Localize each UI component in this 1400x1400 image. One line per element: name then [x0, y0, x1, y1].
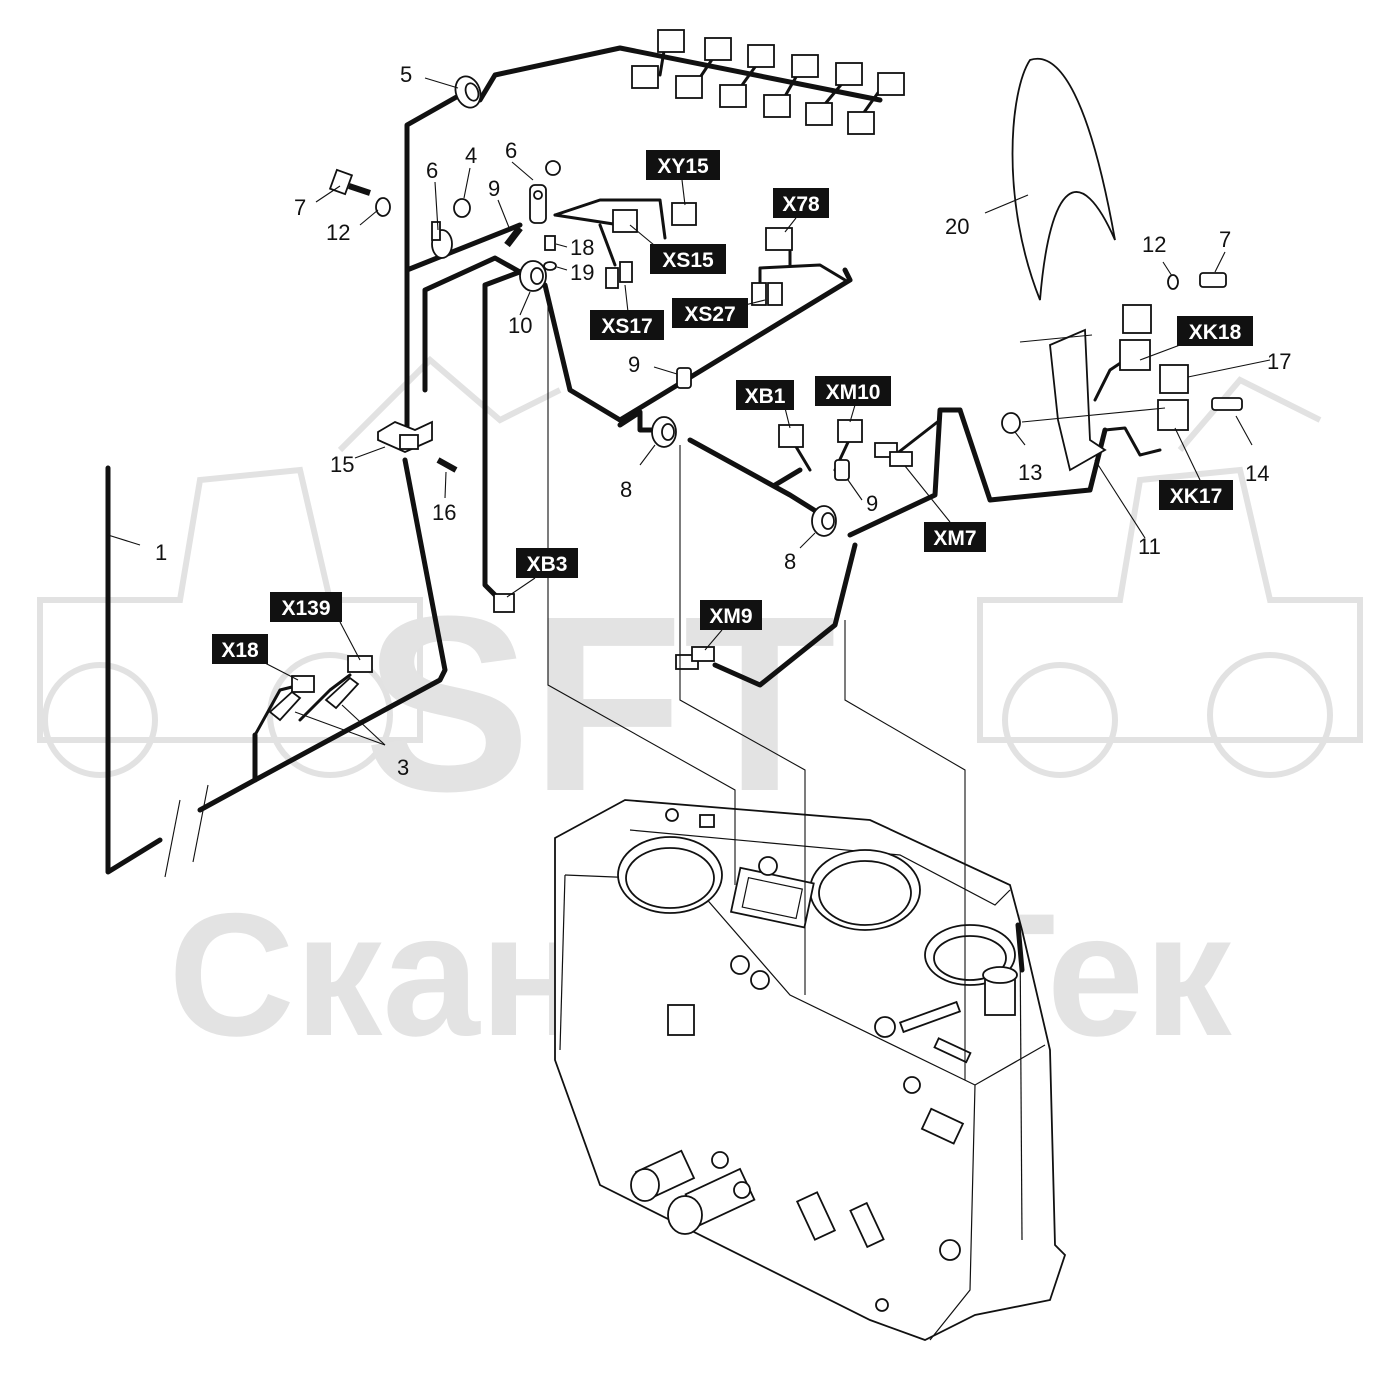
label-5: 5	[400, 62, 412, 87]
part-3-terminal-icon	[268, 676, 360, 722]
tag-xy15: XY15	[657, 155, 709, 178]
label-7-left: 7	[294, 195, 306, 220]
part-19-washer-icon	[543, 261, 557, 271]
part-4-nut-icon	[453, 198, 471, 218]
part-9-screw-icon	[504, 225, 523, 248]
tag-xm7: XM7	[933, 527, 976, 550]
tag-x139: X139	[281, 597, 330, 620]
relay-xk18-socket	[1119, 339, 1151, 371]
tag-xm10: XM10	[826, 381, 881, 404]
label-9-top: 9	[488, 176, 500, 201]
label-18: 18	[570, 235, 594, 260]
part-16-screw-icon	[436, 457, 458, 473]
connector-xm7-body	[874, 442, 913, 467]
label-8-middle: 8	[620, 477, 632, 502]
label-14: 14	[1245, 461, 1269, 486]
label-19: 19	[570, 260, 594, 285]
tag-xb3: XB3	[527, 553, 568, 576]
part-nut-icon	[545, 160, 561, 176]
tag-x18: X18	[221, 639, 259, 662]
part-7-bolt-icon	[1199, 272, 1227, 288]
part-8-grommet-icon	[651, 416, 677, 448]
label-11: 11	[1138, 534, 1161, 559]
tag-xk18: XK18	[1189, 321, 1242, 344]
part-12-washer-icon	[375, 197, 391, 217]
label-7-right: 7	[1219, 227, 1231, 252]
connector-xb3-body	[493, 593, 515, 613]
label-15: 15	[330, 452, 354, 477]
label-1: 1	[155, 540, 167, 565]
part-10-grommet-icon	[519, 260, 547, 292]
label-12-right: 12	[1142, 232, 1166, 257]
number-labels: 5 7 12 6 4 6 9 18 19 10 15 16 1 3 9 8 9 …	[155, 62, 1291, 780]
connector-xm10-body	[837, 419, 863, 443]
label-16: 16	[432, 500, 456, 525]
tag-xk17: XK17	[1170, 485, 1223, 508]
chassis-holes	[665, 808, 961, 1312]
label-6-right: 6	[505, 138, 517, 163]
watermark-tractor-graphic	[37, 355, 1363, 778]
label-13: 13	[1018, 460, 1042, 485]
callout-leaders	[107, 77, 1271, 746]
part-13-nut-icon	[1001, 412, 1021, 434]
part-7-bolt-icon	[328, 168, 371, 196]
connector-xy15-body	[671, 202, 697, 226]
label-12-left: 12	[326, 220, 350, 245]
label-6-left: 6	[426, 158, 438, 183]
relay-17-body	[1159, 364, 1189, 394]
part-15-clip-icon	[377, 420, 433, 453]
part-6-clamp-icon	[431, 221, 453, 259]
part-18-bolt-icon	[544, 235, 556, 251]
tag-xb1: XB1	[745, 385, 786, 408]
part-5-grommet-icon	[454, 75, 482, 109]
connector-xs27-body	[751, 282, 783, 306]
break-marks	[164, 784, 209, 878]
label-20: 20	[945, 214, 969, 239]
connector-xm9-body	[675, 646, 715, 670]
connector-x139-body	[347, 655, 373, 673]
connector-tags: XY15 X78 XS15 XS17 XS27 XK18 XB1 XM10 XK…	[212, 150, 1253, 664]
label-4: 4	[465, 143, 477, 168]
label-8-lower: 8	[784, 549, 796, 574]
part-12-washer-icon	[1167, 274, 1179, 290]
label-10: 10	[508, 313, 532, 338]
parts	[268, 57, 1243, 722]
part-6-clamp-icon	[529, 184, 547, 224]
label-9-lower: 9	[866, 491, 878, 516]
location-leaders	[547, 295, 966, 1080]
connector-xs15-body	[612, 209, 638, 233]
label-17: 17	[1267, 349, 1291, 374]
label-3: 3	[397, 755, 409, 780]
connector-xs17-body	[605, 261, 633, 289]
part-20-cover-icon	[1011, 57, 1116, 301]
relay-xk18-body	[1122, 304, 1152, 334]
part-11-bracket-icon	[1049, 328, 1107, 472]
tag-xs15: XS15	[662, 249, 714, 272]
connector-x78-body	[765, 227, 793, 251]
relay-xk17-socket	[1157, 399, 1189, 431]
connector-blocks	[291, 29, 1189, 693]
label-9-middle: 9	[628, 352, 640, 377]
part-14-bolt-icon	[1211, 397, 1243, 411]
connector-bank	[631, 29, 905, 135]
part-8-grommet-icon	[811, 505, 837, 537]
tag-x78: X78	[782, 193, 820, 216]
tag-xs27: XS27	[684, 303, 735, 326]
part-9-screw-icon	[834, 459, 850, 481]
connector-xb1-body	[778, 424, 804, 448]
tag-xs17: XS17	[601, 315, 652, 338]
part-9-screw-icon	[676, 367, 692, 389]
tag-xm9: XM9	[709, 605, 752, 628]
chassis-frame	[554, 799, 1067, 1341]
